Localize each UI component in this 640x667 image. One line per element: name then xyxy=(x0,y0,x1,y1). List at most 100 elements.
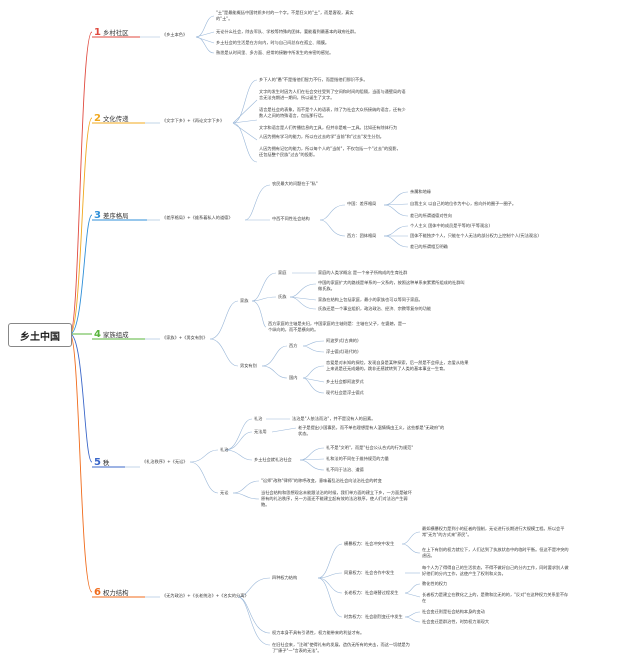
b3-west-3: 差已的所谓相互明确 xyxy=(410,244,448,249)
b6-zhangxu-2b: 在 xyxy=(422,598,427,603)
b5-lizhi-1: 法治是"人依法而治"，并不是没有人的因素。 xyxy=(292,416,376,421)
b4-ref: 《家族》+《男女有别》 xyxy=(162,335,208,340)
b4-xifang-a: 阿波罗式(古典的) xyxy=(326,338,359,343)
branch-4-title: 家族组成 xyxy=(102,330,129,339)
b3-china-1: 亲属和地缘 xyxy=(410,189,431,194)
branch-3[interactable]: 3 差序格局 xyxy=(94,209,129,221)
b5-wusong: 无讼 xyxy=(220,490,229,495)
b6-zhangxu-2: 长者权力是建立在教化之上的，是教和比无的的，"反对"在这种权力关系里不存 xyxy=(422,592,569,597)
b1-ref: 《乡土本色》 xyxy=(162,32,188,37)
b3-top: 农民最大的问题在于"私" xyxy=(272,181,318,186)
b4-guonei-1b: 上来说是还无成婚的，跳非还感就转到了人类的基本事业—生育。 xyxy=(326,366,448,371)
b2-note-3b: 数人之间的特殊语言，包括那行话。 xyxy=(259,113,327,118)
b1-note-1b: 的"土"。 xyxy=(216,16,233,21)
branch-3-number: 3 xyxy=(94,209,101,221)
b6-ref: 《无为政治》+《长老统治》+《名实的分离》 xyxy=(162,593,249,598)
b2-note-1: 乡下人的"愚"不是指他们智力不行，而是指他们那识不多。 xyxy=(259,77,368,82)
b5-wusong-2b: 原有的礼治秩序，另一方面还不能建立起有效的法治秩序，使人们对法治产生弱 xyxy=(261,496,408,501)
branch-5-number: 5 xyxy=(94,456,101,468)
b5-ref: 《礼治秩序》+《无讼》 xyxy=(142,459,188,464)
b6-shishi: 时势权力：社会剧烈变迁中发生 xyxy=(344,614,403,619)
b2-note-4b: 人因为拥有学习的能力，所以在过去的学"当前"和"过去"发生分别。 xyxy=(259,134,384,139)
b1-note-4: 熟悉是从时间里、多方面、经常的接触中所发生的亲密的感觉。 xyxy=(216,50,334,55)
b5-wusong-2a: 当社会结构和思想观念未能跟法治的时候，我们单方面的建立下乡，一方面是破坏 xyxy=(261,490,412,495)
b2-note-2a: 文字的发生时因为人们在社会交往受到了空间和时间的阻隔，当面与通壁局的语 xyxy=(259,89,406,94)
b6-hengbao-1b: 常"无为"的方式来"养民"。 xyxy=(422,532,472,537)
b6-power-2b: 了"康子"一"言表的无法"。 xyxy=(272,648,322,653)
b5-xiangtu-3: 礼不同于法治、道德 xyxy=(326,467,364,472)
b6-hengbao-2b: 虑因。 xyxy=(422,553,435,558)
b6-four: 四种权力结构 xyxy=(272,575,298,580)
b4-axis-1b: 个纵向的，而不是横向的。 xyxy=(268,327,319,332)
b4-shizu-2: 家族在结构上包括家庭，最小的家族也可以等同于家庭。 xyxy=(318,297,423,302)
b3-west-1: 个人主义 团体中的成员是平等的(平等观念) xyxy=(410,223,490,228)
branch-1[interactable]: 1 乡村社区 xyxy=(94,26,129,38)
b5-wufa-1: 老子是提出小国寡民，而不单也理想是有人温情情由王义，这些都是"无政府"的 xyxy=(298,425,445,430)
b6-shishi-1: 社会变迁则是社会结构本身的变动 xyxy=(422,609,485,614)
b6-shishi-2: 社会变迁是群治性，时势权力渐现大 xyxy=(422,619,490,624)
b6-zhangxu-1: 教化性的权力 xyxy=(422,581,448,586)
b5-wufa: 无法用 xyxy=(254,429,267,434)
b1-note-1: "土"是最能概括中国特质乡村的一个字。不是狂义的"土"，而是客观，真实 xyxy=(216,10,354,15)
b1-note-3: 乡土社会的生活是在方向内，时与自己间总存在孤立、隔膜。 xyxy=(216,40,330,45)
branch-5-title: 秩 xyxy=(102,458,110,467)
b3-west-2: 团体不能独步个人，只能在个人无法的部分权力上控制个人(宪法观念) xyxy=(410,233,539,238)
branch-6-number: 6 xyxy=(94,586,101,598)
b6-zhangxu: 长老权力：社会继替过程发生 xyxy=(344,590,399,595)
b3-compare: 中西不同性社会结构 xyxy=(272,216,310,221)
b6-tongyi-1b: 好他们的分内工作，这使产生了权利和义务。 xyxy=(422,571,506,576)
b6-tongyi-1a: 每个人为了得得自己的生活状态，不得不做好自己的分内工作，同时要求别人做 xyxy=(422,565,569,570)
b4-shizu-1b: 做氏族。 xyxy=(318,286,335,291)
b4-guonei-2: 乡土社会都阿波罗式 xyxy=(326,379,364,384)
b4-xifang: 西方 xyxy=(289,343,298,348)
branch-4-number: 4 xyxy=(94,328,101,340)
b5-wufa-1b: 状态。 xyxy=(298,431,311,436)
b5-wusong-1: "讼师"改称"律师"的称呼改变，意味着乱治社会向法治社会的转变 xyxy=(261,478,382,483)
b2-note-2b: 言无法充期进一期间，所以诞生了文字。 xyxy=(259,95,335,100)
branch-6[interactable]: 6 权力结构 xyxy=(94,586,129,598)
b6-hengbao-1a: 最如横暴权力是到小的征者的强制，无论进行长期进行大规模工程。所以会平 xyxy=(422,526,565,531)
branch-3-title: 差序格局 xyxy=(102,211,129,220)
b6-power-2a: 在旧社会来，"注疏"使得礼有的发展，造伪无所有的夹击，而这一切就是为 xyxy=(272,642,410,647)
b4-shizu-3: 氏族还是一个事业组织，政治政治、经济、宗教等复杂的功能 xyxy=(318,306,432,311)
b4-xifang-b: 浮士德式(现代的) xyxy=(326,349,359,354)
b6-power-1: 权力本身不具有引诱性，权力能带来的利益才有。 xyxy=(272,630,365,635)
b3-china-3: 差已的所谓道德对性向 xyxy=(410,213,452,218)
b4-guonei: 国内 xyxy=(289,375,298,380)
b5-xiangtu-2: 礼和法的不同在于维持规范的力量 xyxy=(326,456,389,461)
b6-hengbao: 横暴权力：社会冲突中发生 xyxy=(344,541,395,546)
b2-note-4a: 文字和语言是人们传播信息的工具，但并非是唯一工具。比如还有除体行为 xyxy=(259,125,398,130)
branch-1-title: 乡村社区 xyxy=(102,28,129,37)
branch-2-title: 文化传递 xyxy=(102,114,129,123)
b6-hengbao-2a: 在上下有别的权力就位下，人们达到了执放状态中的临时平衡。但这不是冲突的 xyxy=(422,547,569,552)
branch-2-number: 2 xyxy=(94,112,101,124)
b4-guonei-1: 恋爱是对未知的探险，发现自身是某种探索，后一然是不会停止，恋爱从结果 xyxy=(326,360,469,365)
b1-note-2: 无论什么社会，除去军队、学校等特殊的团体，要能看到最基本的政府社群。 xyxy=(216,29,359,34)
b4-jiating-1: 家庭的人类学概念 是一个亲子所构成的生育社群 xyxy=(318,270,408,275)
b3-west: 西方：团体格局 xyxy=(347,233,377,238)
b4-guonei-3: 现代社会是浮士德式 xyxy=(326,390,364,395)
b3-ref: 《差序格局》+《维系着私人的道德》 xyxy=(162,215,233,220)
b6-tongyi: 同意权力：社会合作中发生 xyxy=(344,570,395,575)
b4-jiating: 家庭 xyxy=(278,270,287,275)
branch-6-title: 权力结构 xyxy=(102,588,129,597)
b4-shizu: 氏族 xyxy=(278,294,287,299)
root-node[interactable]: 乡土中国 xyxy=(8,323,72,347)
b5-xiangtu-1: 礼不是"文明"，而是"社会公认合式的行为规范" xyxy=(326,445,414,450)
branch-4[interactable]: 4 家族组成 xyxy=(94,328,129,340)
b5-xiangtu: 乡土社会就礼治社会 xyxy=(254,457,292,462)
branch-2[interactable]: 2 文化传递 xyxy=(94,112,129,124)
b4-shizu-1: 中国的家庭扩大的路线是单系的—父系的，按照这种单系来累累所组成的社群叫 xyxy=(318,280,465,285)
b5-wusong-2c: 鲍。 xyxy=(261,502,270,507)
branch-5[interactable]: 5 秩 xyxy=(94,456,109,468)
b2-ref: 《文字下乡》+《再论文字下乡》 xyxy=(162,118,225,123)
b4-axis-1: 西方家庭的主轴是夫妇，中国家庭的主轴则是：主轴在父子，在婆媳，是一 xyxy=(268,321,407,326)
b2-note-3a: 语言是社会的表象，而不是个人的语表，除了为社会大众所接纳的语言，还有少 xyxy=(259,107,406,112)
branch-1-number: 1 xyxy=(94,26,101,38)
b4-nannv: 男女有别 xyxy=(240,363,257,368)
b2-note-5a: 人因为拥有记忆的能力，所以每个人的"当前"，不仅包括一个"过去"的投影， xyxy=(259,146,401,151)
b3-china: 中国：差序格局 xyxy=(347,201,377,206)
b2-note-5b: 还包括整个民族"过去"的投影。 xyxy=(259,152,318,157)
